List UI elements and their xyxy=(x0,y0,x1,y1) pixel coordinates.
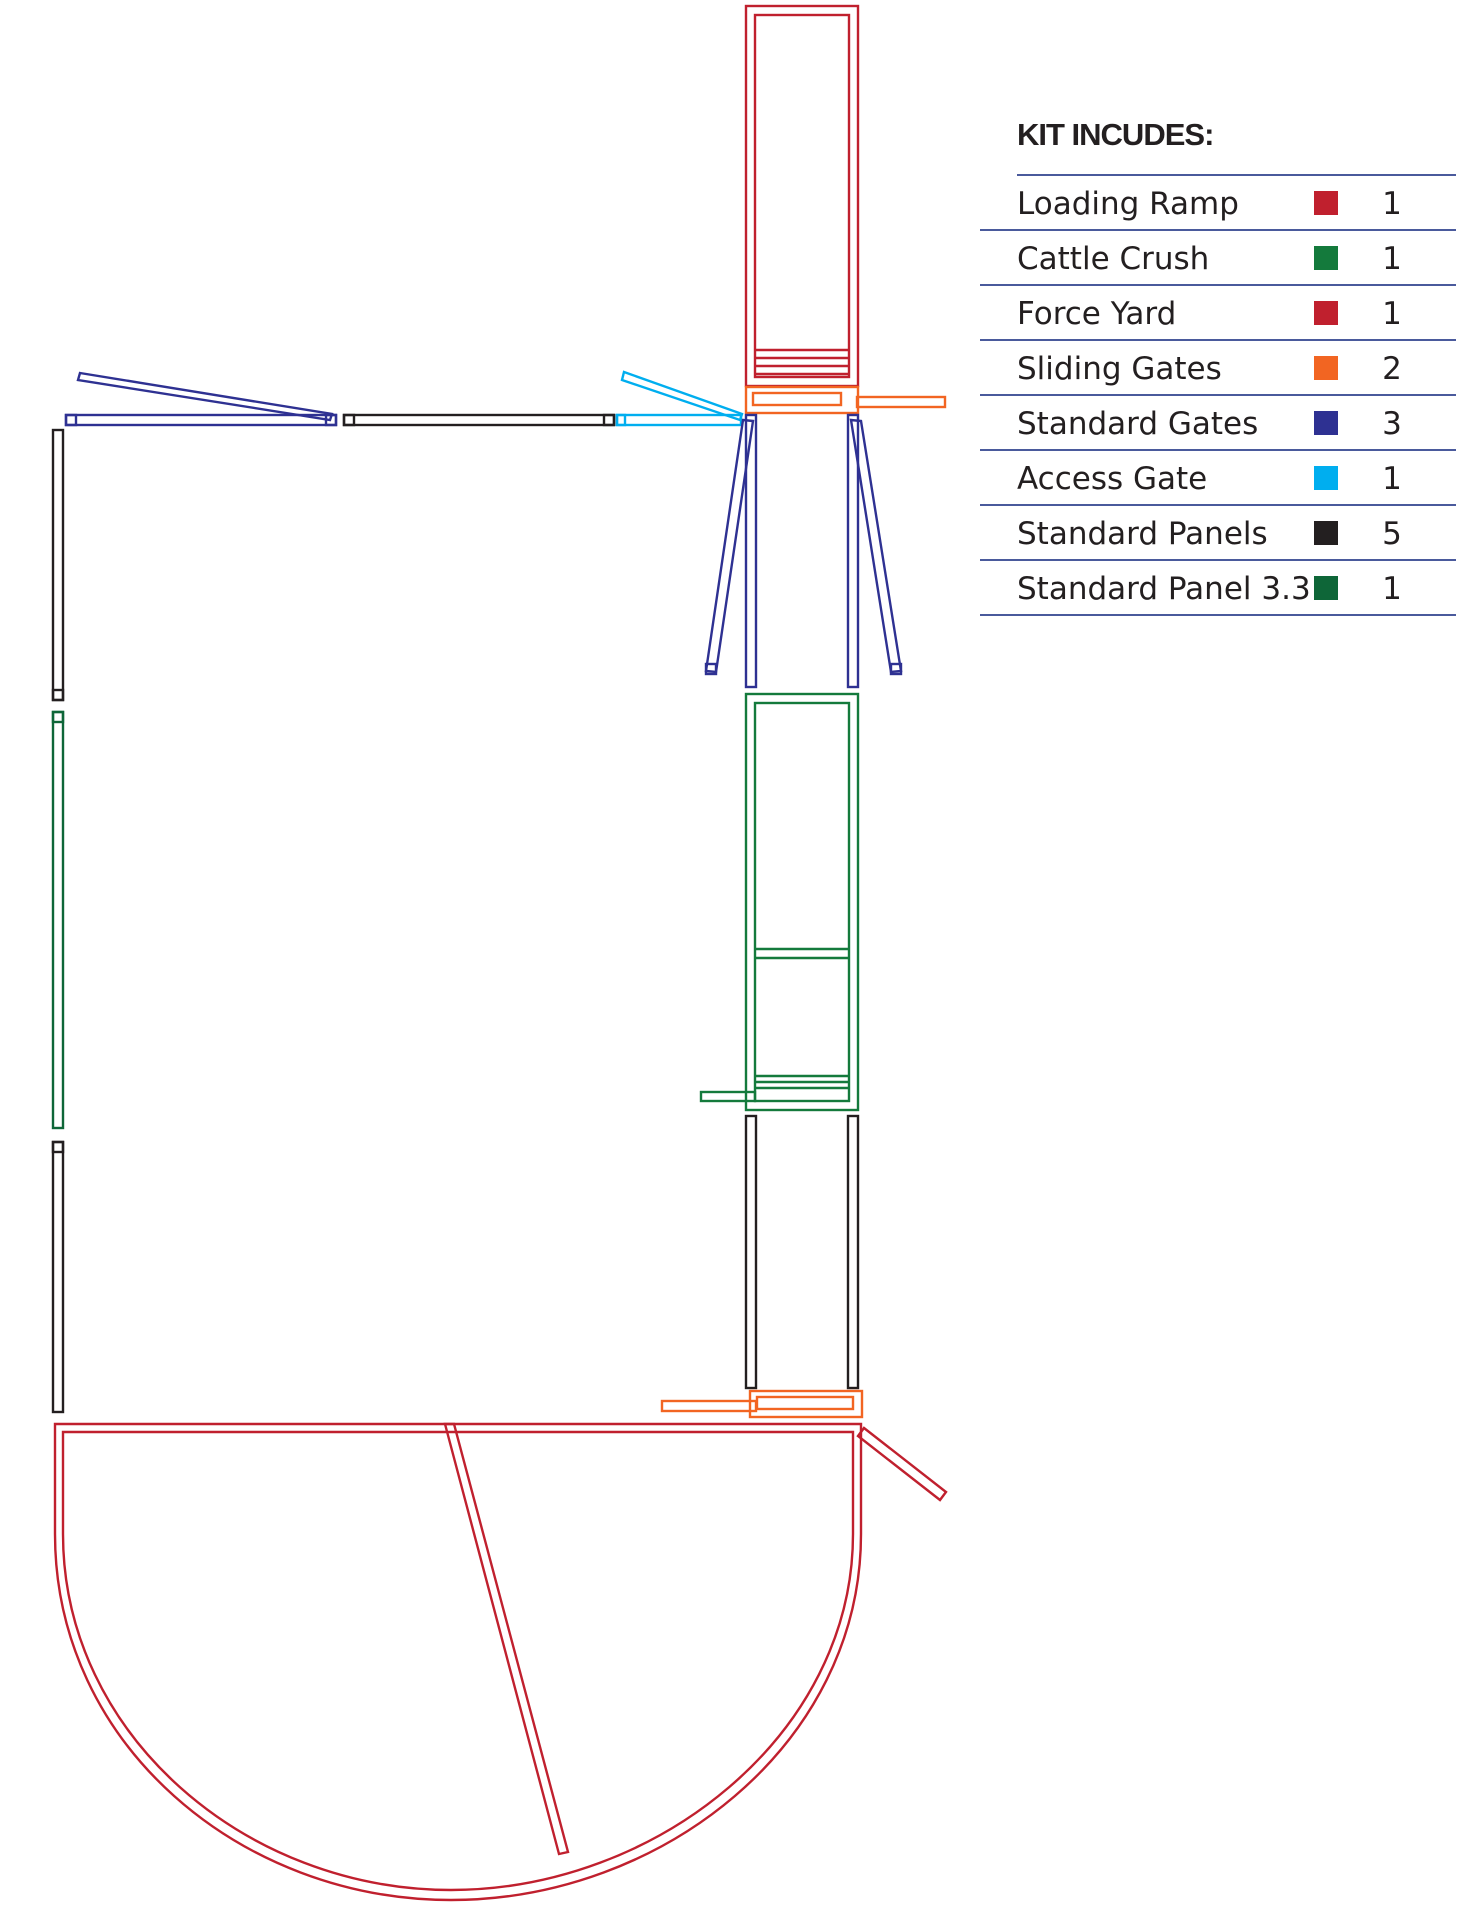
legend-item-count: 1 xyxy=(1382,461,1402,497)
legend-item-count: 1 xyxy=(1382,186,1402,222)
color-swatch xyxy=(1314,576,1338,600)
legend-row-standard-gates: Standard Gates 3 xyxy=(980,396,1456,451)
legend-row-force-yard: Force Yard 1 xyxy=(980,286,1456,341)
color-swatch xyxy=(1314,191,1338,215)
loading-ramp xyxy=(744,4,860,388)
cattle-crush xyxy=(699,692,860,1112)
legend-row-standard-panel-3-3: Standard Panel 3.3 1 xyxy=(980,561,1456,616)
color-swatch xyxy=(1314,356,1338,380)
force-yard xyxy=(53,1422,948,1902)
legend-row-loading-ramp: Loading Ramp 1 xyxy=(980,176,1456,231)
sliding-gate-bottom xyxy=(660,1389,864,1419)
legend-item-count: 1 xyxy=(1382,241,1402,277)
standard-gates-race xyxy=(704,413,903,689)
legend-item-name: Force Yard xyxy=(1017,296,1177,332)
color-swatch xyxy=(1314,411,1338,435)
legend-item-count: 1 xyxy=(1382,571,1402,607)
color-swatch xyxy=(1314,521,1338,545)
standard-panel-3-3-left xyxy=(51,710,65,1130)
legend-row-sliding-gates: Sliding Gates 2 xyxy=(980,341,1456,396)
sliding-gate-top xyxy=(744,385,947,415)
standard-panel-top xyxy=(342,413,616,427)
standard-panel-left-lower xyxy=(51,1140,65,1414)
legend-item-count: 3 xyxy=(1382,406,1402,442)
legend-item-count: 5 xyxy=(1382,516,1402,552)
color-swatch xyxy=(1314,246,1338,270)
legend-item-name: Loading Ramp xyxy=(1017,186,1239,222)
legend-item-name: Cattle Crush xyxy=(1017,241,1210,277)
standard-gate-top-left xyxy=(64,371,338,427)
legend-row-standard-panels: Standard Panels 5 xyxy=(980,506,1456,561)
legend-row-cattle-crush: Cattle Crush 1 xyxy=(980,231,1456,286)
legend-item-name: Standard Panels xyxy=(1017,516,1268,552)
legend-item-count: 2 xyxy=(1382,351,1402,387)
legend-item-count: 1 xyxy=(1382,296,1402,332)
standard-panels-race-lower xyxy=(744,1114,860,1390)
legend-item-name: Standard Gates xyxy=(1017,406,1259,442)
standard-panel-left-upper xyxy=(51,428,65,702)
legend-title: KIT INCUDES: xyxy=(1017,112,1456,176)
legend-row-access-gate: Access Gate 1 xyxy=(980,451,1456,506)
color-swatch xyxy=(1314,301,1338,325)
access-gate xyxy=(615,370,744,427)
legend-item-name: Sliding Gates xyxy=(1017,351,1222,387)
legend-item-name: Access Gate xyxy=(1017,461,1208,497)
kit-legend: KIT INCUDES: Loading Ramp 1 Cattle Crush… xyxy=(980,112,1456,616)
color-swatch xyxy=(1314,466,1338,490)
legend-item-name: Standard Panel 3.3 xyxy=(1017,571,1311,607)
legend-rows: Loading Ramp 1 Cattle Crush 1 Force Yard… xyxy=(980,176,1456,616)
